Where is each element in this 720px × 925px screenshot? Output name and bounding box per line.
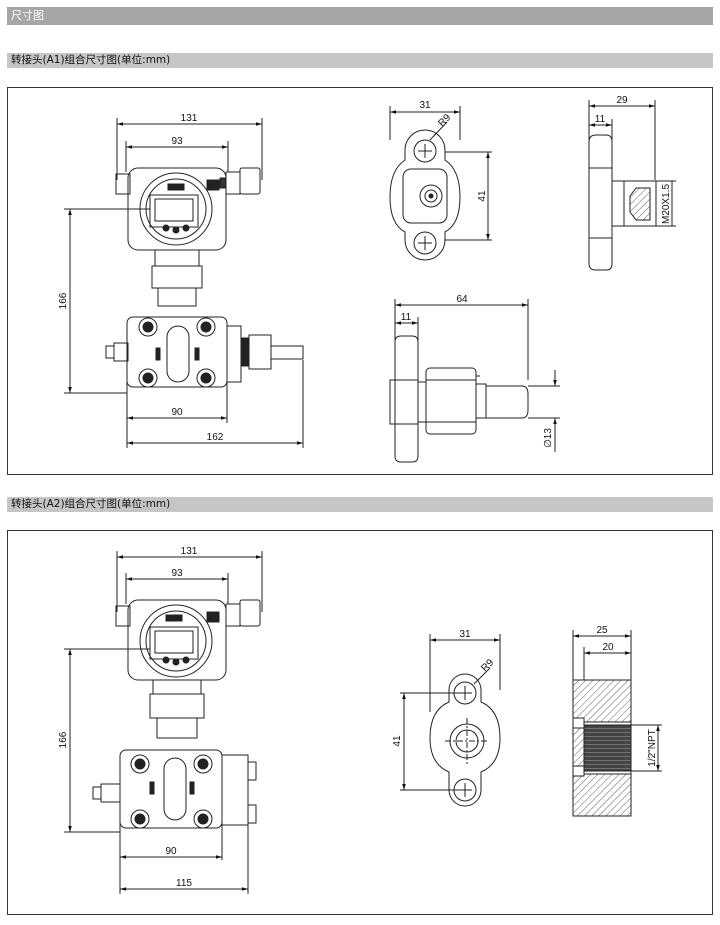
a1-transmitter-front-view <box>64 118 304 448</box>
a1-side-dim-11: 11 <box>595 114 606 125</box>
a1-flange-dim-31: 31 <box>419 100 431 111</box>
section-a1-title: 转接头(A1)组合尺寸图(单位:mm) <box>11 54 171 66</box>
a1-flange-dim-r9: R9 <box>436 112 453 129</box>
a1-adapter-dim-13: ∅13 <box>543 428 554 448</box>
a2-transmitter-front-view <box>64 551 263 894</box>
section-a2-title-bar: 转接头(A2)组合尺寸图(单位:mm) <box>7 497 713 512</box>
a2-adapter-section-view <box>572 630 662 817</box>
a1-flange-dim-41: 41 <box>477 190 488 202</box>
a1-dim-131: 131 <box>181 113 198 124</box>
a1-dim-90: 90 <box>171 407 183 418</box>
a1-dim-93: 93 <box>171 136 183 147</box>
page-header-bar: 尺寸图 <box>7 7 713 25</box>
a2-dim-90: 90 <box>165 846 177 857</box>
page-header-title: 尺寸图 <box>11 9 44 22</box>
a2-dim-93: 93 <box>171 568 183 579</box>
a1-dim-162: 162 <box>207 432 224 443</box>
a1-side-dim-m20: M20X1.5 <box>661 184 672 224</box>
a1-adapter-dim-11: 11 <box>401 312 412 323</box>
a1-flange-side-view <box>588 100 676 271</box>
a2-flange-dim-41: 41 <box>392 735 403 747</box>
section-a1-title-bar: 转接头(A1)组合尺寸图(单位:mm) <box>7 53 713 68</box>
a1-adapter-side-view <box>389 299 560 463</box>
a2-flange-front-view <box>400 634 501 807</box>
a2-section-dim-npt: 1/2"NPT <box>647 729 658 766</box>
a2-flange-dim-r9: R9 <box>479 657 496 674</box>
a1-dim-166: 166 <box>58 292 69 309</box>
a2-flange-dim-31: 31 <box>459 629 471 640</box>
section-a2-title: 转接头(A2)组合尺寸图(单位:mm) <box>11 498 171 510</box>
a1-side-dim-29: 29 <box>616 95 628 106</box>
a1-flange-front-view <box>389 106 492 261</box>
a2-dim-166: 166 <box>58 731 69 748</box>
a2-section-dim-25: 25 <box>596 625 608 636</box>
a1-adapter-dim-64: 64 <box>456 294 468 305</box>
a2-dim-115: 115 <box>176 878 192 889</box>
a2-dim-131: 131 <box>181 546 198 557</box>
section-a1-drawing-panel <box>7 87 713 475</box>
a2-section-dim-20: 20 <box>602 642 614 653</box>
